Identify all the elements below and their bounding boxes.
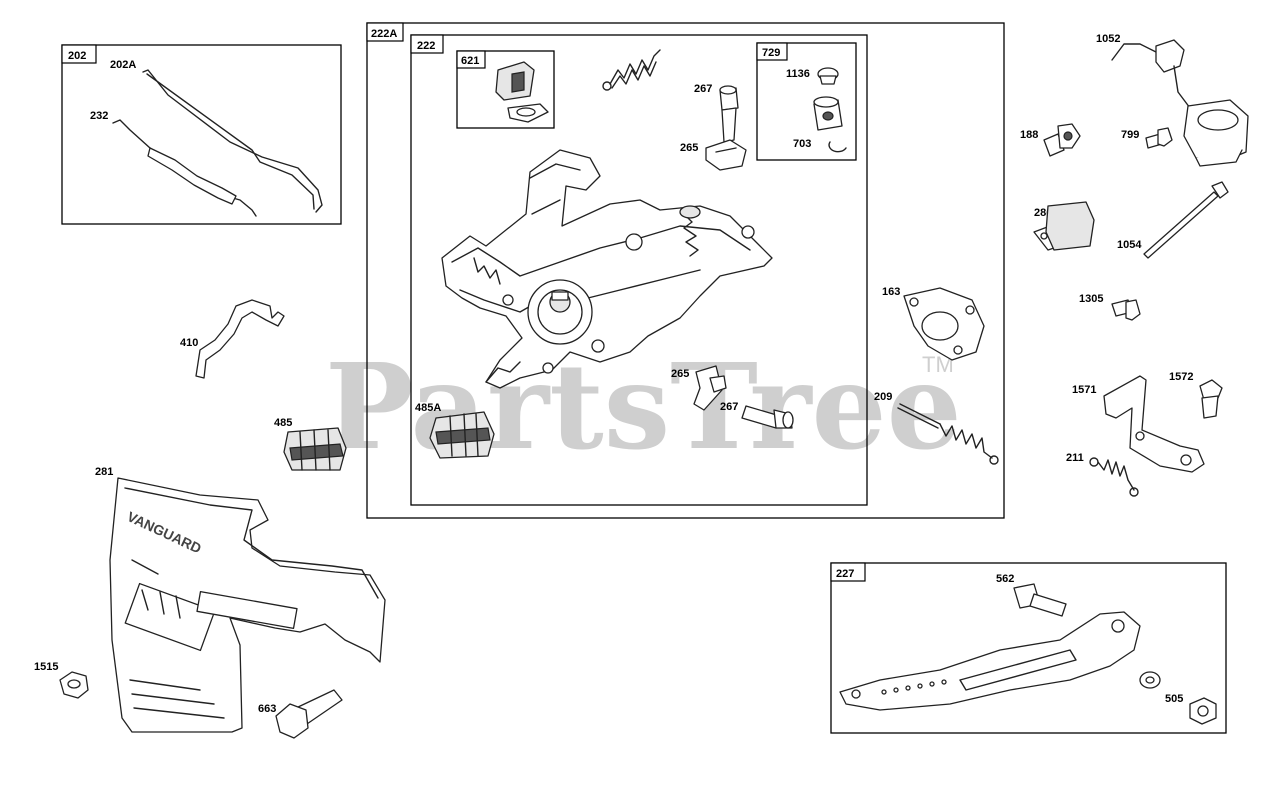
group-222-tag (410, 34, 444, 54)
link-410 (195, 299, 285, 379)
group-621-box (456, 50, 555, 129)
callout-1572[interactable]: 1572 (1169, 371, 1193, 383)
governor-link-sleeve (147, 147, 237, 205)
group-729-tag (756, 42, 788, 61)
callout-1052[interactable]: 1052 (1096, 33, 1120, 45)
group-621-tag (456, 50, 486, 69)
e-ring-703 (828, 141, 847, 153)
control-bracket-222 (441, 149, 773, 389)
group-227-tag (830, 562, 866, 582)
callout-410[interactable]: 410 (180, 337, 198, 349)
callout-1136[interactable]: 1136 (786, 68, 810, 80)
clip-265-top (705, 139, 747, 171)
group-729-box (756, 42, 857, 161)
group-202-label[interactable]: 202 (68, 50, 86, 62)
callout-209[interactable]: 209 (874, 391, 892, 403)
callout-799[interactable]: 799 (1121, 129, 1139, 141)
group-222A-tag (366, 22, 404, 42)
callout-485A[interactable]: 485A (415, 402, 441, 414)
callout-663[interactable]: 663 (258, 703, 276, 715)
nut-1515 (59, 671, 89, 699)
callout-1305[interactable]: 1305 (1079, 293, 1103, 305)
group-621-label[interactable]: 621 (461, 55, 479, 67)
bolt-1572 (1199, 379, 1223, 419)
screw-267-lower (741, 405, 794, 429)
group-729-label[interactable]: 729 (762, 47, 780, 59)
callout-703[interactable]: 703 (793, 138, 811, 150)
callout-265-lower[interactable]: 265 (671, 368, 689, 380)
solenoid-1052 (1111, 39, 1249, 167)
bolt-799 (1145, 127, 1173, 149)
washer-227 (1139, 671, 1161, 689)
watermark-text: PartsTree (325, 337, 962, 476)
throttle-link-rod (142, 69, 323, 213)
group-227-box (830, 562, 1227, 734)
nut-505 (1189, 697, 1217, 725)
callout-562[interactable]: 562 (996, 573, 1014, 585)
callout-232[interactable]: 232 (90, 110, 108, 122)
callout-1054[interactable]: 1054 (1117, 239, 1142, 251)
bolt-1305 (1111, 299, 1141, 321)
governor-spring (602, 49, 661, 91)
spring-209 (897, 403, 999, 465)
clip-265-lower (693, 365, 727, 411)
spring-211 (1089, 457, 1139, 497)
cable-tie-1054 (1143, 181, 1229, 259)
throttle-lever-227 (839, 611, 1141, 711)
callout-163[interactable]: 163 (882, 286, 900, 298)
screw-267-top (719, 85, 739, 143)
swivel-729 (813, 96, 843, 131)
bracket-1571 (1103, 375, 1205, 473)
callout-1515[interactable]: 1515 (34, 661, 58, 673)
pin-562 (1013, 583, 1067, 617)
callout-281[interactable]: 281 (95, 466, 113, 478)
group-202-box (61, 44, 342, 225)
callout-188[interactable]: 188 (1020, 129, 1038, 141)
group-222-label[interactable]: 222 (417, 40, 435, 52)
screw-1136 (817, 67, 839, 85)
group-222A-label[interactable]: 222A (371, 28, 397, 40)
group-202-tag (61, 44, 97, 64)
callout-267-top[interactable]: 267 (694, 83, 712, 95)
callout-485[interactable]: 485 (274, 417, 292, 429)
bolt-663 (275, 689, 343, 739)
callout-211[interactable]: 211 (1066, 452, 1084, 464)
bracket-286 (1033, 201, 1095, 251)
gasket-163 (903, 287, 985, 361)
group-222A-box (366, 22, 1005, 519)
control-cover-281: VANGUARD (109, 477, 386, 733)
callout-267-lower[interactable]: 267 (720, 401, 738, 413)
group-222-box (410, 34, 868, 506)
callout-1571[interactable]: 1571 (1072, 384, 1096, 396)
bolt-188 (1043, 123, 1081, 157)
group-227-label[interactable]: 227 (836, 568, 854, 580)
clip-621 (495, 61, 549, 123)
callout-505[interactable]: 505 (1165, 693, 1183, 705)
callout-265-top[interactable]: 265 (680, 142, 698, 154)
callout-202A[interactable]: 202A (110, 59, 136, 71)
throttle-link-rod-edge (146, 73, 315, 210)
grommet-485A (429, 411, 495, 459)
grommet-485 (283, 427, 347, 471)
